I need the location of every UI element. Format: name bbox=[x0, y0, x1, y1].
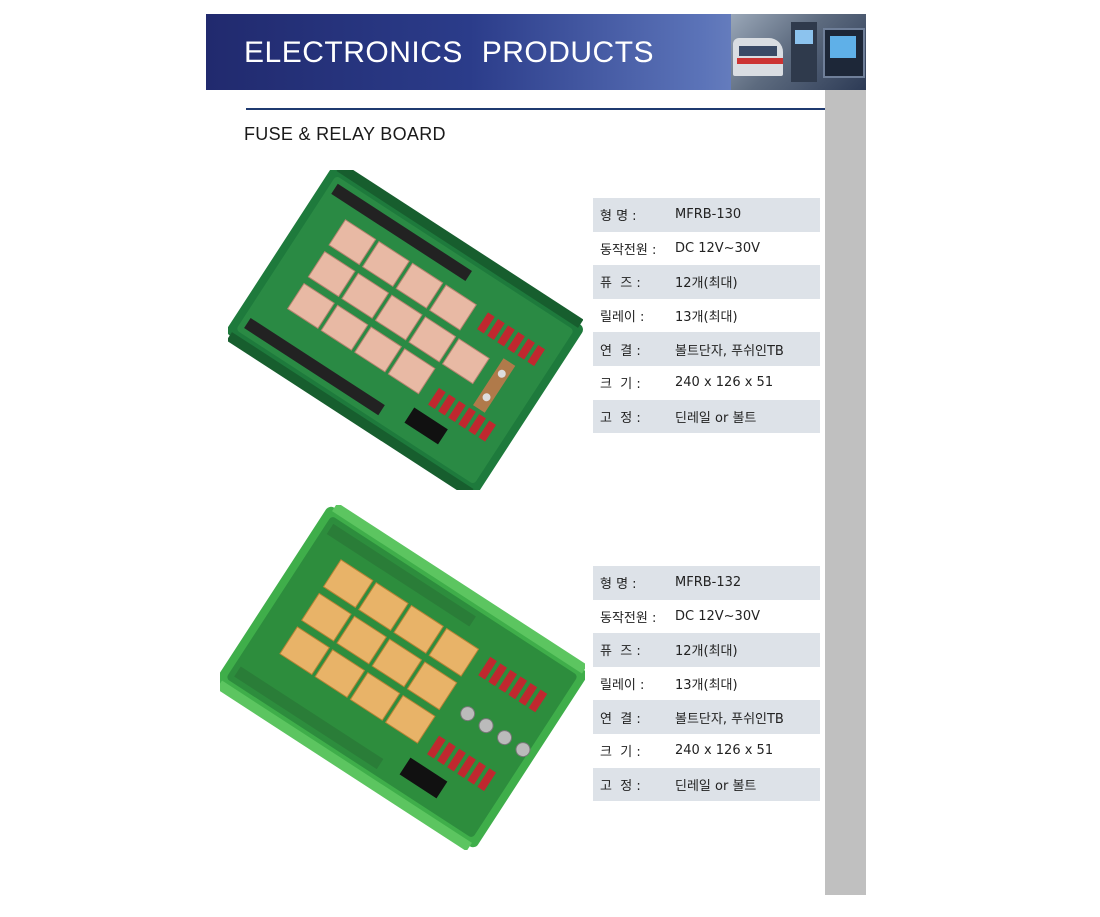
product-image-mfrb-130 bbox=[228, 170, 583, 490]
spec-label: 동작전원 : bbox=[600, 610, 657, 626]
display-image bbox=[823, 28, 865, 78]
spec-value: 볼트단자, 푸쉬인TB bbox=[675, 343, 784, 359]
spec-label: 연 결 : bbox=[600, 711, 641, 727]
spec-value: MFRB-130 bbox=[675, 207, 742, 223]
spec-table-2: 형 명 : MFRB-132 동작전원 : DC 12V~30V 퓨 즈 : 1… bbox=[593, 566, 820, 802]
spec-value: 딘레일 or 볼트 bbox=[675, 410, 757, 426]
spec-label: 고 정 : bbox=[600, 410, 641, 426]
spec-row-model: 형 명 : MFRB-132 bbox=[593, 566, 820, 600]
spec-row-connection: 연 결 : 볼트단자, 푸쉬인TB bbox=[593, 332, 820, 366]
spec-row-relay: 릴레이 : 13개(최대) bbox=[593, 298, 820, 333]
spec-row-size: 크 기 : 240 x 126 x 51 bbox=[593, 733, 820, 768]
spec-row-mounting: 고 정 : 딘레일 or 볼트 bbox=[593, 767, 820, 802]
spec-label: 크 기 : bbox=[600, 745, 641, 761]
spec-label: 고 정 : bbox=[600, 778, 641, 794]
spec-label: 퓨 즈 : bbox=[600, 276, 641, 292]
side-bar bbox=[825, 90, 866, 895]
spec-value: 볼트단자, 푸쉬인TB bbox=[675, 711, 784, 727]
spec-row-model: 형 명 : MFRB-130 bbox=[593, 198, 820, 232]
product-image-mfrb-132 bbox=[220, 505, 585, 850]
spec-label: 퓨 즈 : bbox=[600, 644, 641, 660]
spec-row-mounting: 고 정 : 딘레일 or 볼트 bbox=[593, 399, 820, 434]
spec-value: 240 x 126 x 51 bbox=[675, 743, 774, 759]
header-photo-collage bbox=[731, 14, 866, 90]
spec-label: 릴레이 : bbox=[600, 310, 645, 326]
spec-row-fuse: 퓨 즈 : 12개(최대) bbox=[593, 265, 820, 299]
spec-row-power: 동작전원 : DC 12V~30V bbox=[593, 599, 820, 634]
spec-label: 크 기 : bbox=[600, 377, 641, 393]
spec-label: 형 명 : bbox=[600, 209, 637, 225]
spec-label: 형 명 : bbox=[600, 577, 637, 593]
spec-row-relay: 릴레이 : 13개(최대) bbox=[593, 666, 820, 701]
spec-value: 12개(최대) bbox=[675, 276, 738, 292]
spec-value: 13개(최대) bbox=[675, 310, 738, 326]
spec-label: 동작전원 : bbox=[600, 242, 657, 258]
header-rule bbox=[246, 108, 825, 110]
spec-value: 13개(최대) bbox=[675, 678, 738, 694]
spec-value: 딘레일 or 볼트 bbox=[675, 778, 757, 794]
tram-stripe bbox=[737, 58, 783, 64]
tram-image bbox=[733, 38, 783, 76]
spec-value: 240 x 126 x 51 bbox=[675, 375, 774, 391]
spec-value: 12개(최대) bbox=[675, 644, 738, 660]
spec-value: DC 12V~30V bbox=[675, 608, 760, 624]
device-image bbox=[791, 22, 817, 82]
spec-label: 연 결 : bbox=[600, 343, 641, 359]
header-title: ELECTRONICS PRODUCTS bbox=[244, 36, 655, 69]
spec-value: MFRB-132 bbox=[675, 575, 742, 591]
spec-label: 릴레이 : bbox=[600, 678, 645, 694]
spec-table-1: 형 명 : MFRB-130 동작전원 : DC 12V~30V 퓨 즈 : 1… bbox=[593, 198, 820, 434]
spec-row-connection: 연 결 : 볼트단자, 푸쉬인TB bbox=[593, 700, 820, 734]
spec-row-size: 크 기 : 240 x 126 x 51 bbox=[593, 365, 820, 400]
spec-row-power: 동작전원 : DC 12V~30V bbox=[593, 231, 820, 266]
spec-row-fuse: 퓨 즈 : 12개(최대) bbox=[593, 633, 820, 667]
header-banner: ELECTRONICS PRODUCTS bbox=[206, 14, 866, 90]
spec-value: DC 12V~30V bbox=[675, 240, 760, 256]
section-title: FUSE & RELAY BOARD bbox=[244, 124, 446, 144]
